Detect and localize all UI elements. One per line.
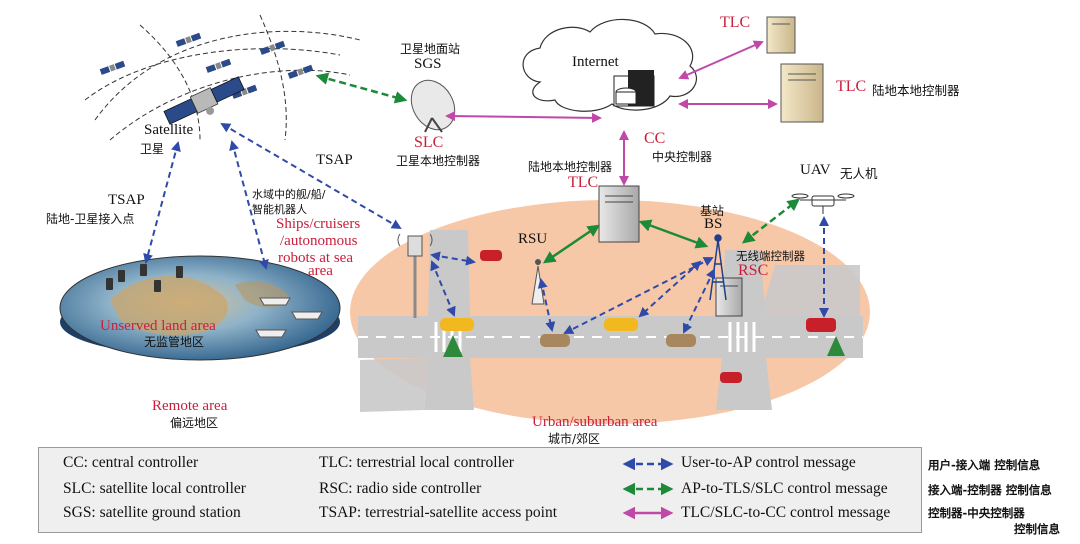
slc-label: SLC xyxy=(414,134,444,151)
tlc-mid-label: TLC xyxy=(568,174,599,191)
user-to-ap-arrows xyxy=(143,122,829,334)
tlc-right-cn-label: 陆地本地控制器 xyxy=(872,83,960,98)
rsc-cn-label: 无线端控制器 xyxy=(736,249,805,263)
remote-label: Remote area xyxy=(152,398,228,414)
uav-icon xyxy=(791,193,855,214)
legend-to-cc-label: TLC/SLC-to-CC control message xyxy=(681,504,891,521)
bs-label: BS xyxy=(704,216,723,232)
rsc-label: RSC xyxy=(738,262,769,279)
satellite-cn-label: 卫星 xyxy=(140,142,165,156)
road-network xyxy=(358,230,863,412)
tsap-left-cn-label: 陆地-卫星接入点 xyxy=(46,212,135,226)
orbit-arcs xyxy=(84,14,361,141)
uav-label: UAV xyxy=(800,162,831,178)
bs-cn-label: 基站 xyxy=(700,204,725,218)
legend-abbrev-rsc: RSC: radio side controller xyxy=(319,480,482,497)
internet-label: Internet xyxy=(572,54,619,70)
ap-to-controller-arrows xyxy=(315,72,800,264)
tsap-mid-label: TSAP xyxy=(316,152,353,168)
rsu-label: RSU xyxy=(518,231,548,247)
tsap-tower-icon xyxy=(397,233,433,318)
tlc-right-label: TLC xyxy=(836,78,867,95)
satellite-dish-icon xyxy=(410,79,456,133)
main-satellite-icon xyxy=(163,76,245,125)
satellite-constellation xyxy=(99,32,314,99)
legend-note-to-cc: 控制器-中央控制器 xyxy=(928,506,1025,520)
user-devices xyxy=(106,264,183,292)
ships-cn-line1: 水域中的舰/船/ xyxy=(252,188,326,201)
unserved-label: Unserved land area xyxy=(100,318,216,334)
ships-en-line3: robots at sea xyxy=(278,250,353,266)
legend-abbrev-tsap: TSAP: terrestrial-satellite access point xyxy=(319,504,558,521)
sgs-cn-label: 卫星地面站 xyxy=(400,42,461,56)
sgs-label: SGS xyxy=(414,56,442,72)
cc-cn-label: 中央控制器 xyxy=(652,150,713,164)
ship-icons xyxy=(255,297,323,338)
slc-cn-label: 卫星本地控制器 xyxy=(396,154,481,168)
cc-label: CC xyxy=(644,130,666,147)
tlc-server-middle-icon xyxy=(598,185,640,243)
urban-label: Urban/suburban area xyxy=(532,414,658,430)
legend-abbrev-tlc: TLC: terrestrial local controller xyxy=(319,454,514,471)
legend-arrow-swatches xyxy=(622,457,674,520)
trees xyxy=(443,335,845,357)
satellite-label: Satellite xyxy=(144,122,194,138)
uav-cn-label: 无人机 xyxy=(840,166,878,181)
ships-en-line4: area xyxy=(308,263,333,279)
tlc-mid-cn-label: 陆地本地控制器 xyxy=(528,160,613,174)
legend-abbrev-slc: SLC: satellite local controller xyxy=(63,480,246,497)
legend-box: CC: central controller SLC: satellite lo… xyxy=(38,447,922,533)
legend-note-to-cc-line2: 控制信息 xyxy=(1014,522,1060,536)
tlc-server-top-icon xyxy=(766,16,796,54)
legend-note-user-to-ap: 用户-接入端 控制信息 xyxy=(928,458,1041,472)
ships-cn-line2: 智能机器人 xyxy=(252,203,307,216)
legend-abbrev-cc: CC: central controller xyxy=(63,454,199,471)
ships-en-line2: /autonomous xyxy=(280,233,358,249)
legend-note-ap-to-controller: 接入端-控制器 控制信息 xyxy=(928,483,1052,497)
ships-en-line1: Ships/cruisers xyxy=(276,216,361,232)
tlc-top-label: TLC xyxy=(720,14,751,31)
rsc-server-icon xyxy=(715,277,743,317)
urban-cn-label: 城市/郊区 xyxy=(548,432,601,446)
remote-cn-label: 偏远地区 xyxy=(170,416,219,430)
legend-user-to-ap-label: User-to-AP control message xyxy=(681,454,856,471)
controller-to-cc-arrows xyxy=(445,40,778,186)
legend-ap-to-controller-label: AP-to-TLS/SLC control message xyxy=(681,480,888,497)
tsap-left-label: TSAP xyxy=(108,192,145,208)
tlc-server-right-icon xyxy=(780,63,824,123)
unserved-cn-label: 无监管地区 xyxy=(144,335,205,349)
legend-abbrev-sgs: SGS: satellite ground station xyxy=(63,504,241,521)
